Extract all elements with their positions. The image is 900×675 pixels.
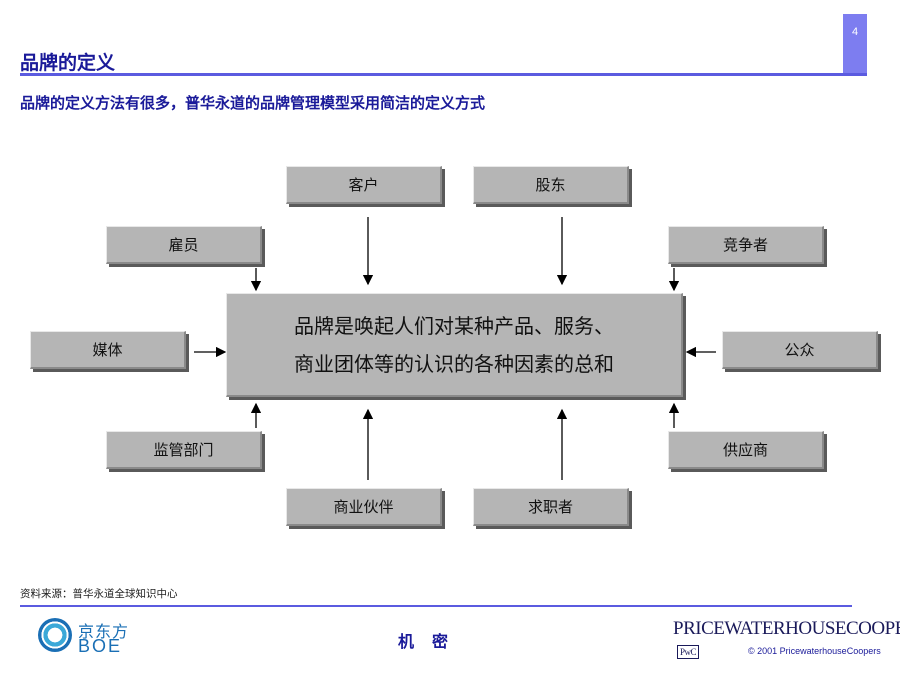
node-partner: 商业伙伴 [286,488,442,526]
node-media: 媒体 [30,331,186,369]
node-job-seeker: 求职者 [473,488,629,526]
node-partner-label: 商业伙伴 [333,498,394,516]
pwc-logo-text: PRICEWATERHOUSECOOPERS [673,618,900,639]
slide-subtitle: 品牌的定义方法有很多，普华永道的品牌管理模型采用简洁的定义方式 [20,94,486,112]
footer-divider [20,605,852,607]
brand-definition-box: 品牌是唤起人们对某种产品、服务、 商业团体等的认识的各种因素的总和 [226,293,683,397]
node-shareholder-label: 股东 [535,176,566,194]
boe-logo-cn: 京东方 [78,622,130,641]
node-employee: 雇员 [106,226,262,264]
node-job-seeker-label: 求职者 [527,498,573,516]
node-public: 公众 [722,331,878,369]
node-employee-label: 雇员 [168,236,199,254]
brand-definition-line-1: 品牌是唤起人们对某种产品、服务、 [294,313,614,338]
node-regulator: 监管部门 [106,431,262,469]
node-customer-label: 客户 [348,176,379,194]
node-public-label: 公众 [784,341,815,359]
boe-logo-en: BOE [78,636,123,656]
source-note: 资料来源：普华永道全球知识中心 [20,588,178,600]
pwc-mark-icon: PwC [677,644,700,659]
node-shareholder: 股东 [473,166,629,204]
boe-logo-icon [38,618,72,652]
pwc-logo: PRICEWATERHOUSECOOPERS PwC [673,618,900,662]
node-supplier: 供应商 [668,431,824,469]
title-divider [20,73,867,76]
node-customer: 客户 [286,166,442,204]
node-regulator-label: 监管部门 [153,441,214,459]
page-number-tab: 4 [843,14,867,76]
node-competitor-label: 竞争者 [722,236,768,254]
node-media-label: 媒体 [92,341,123,359]
boe-logo: 京东方 BOE [38,618,138,656]
confidential-label: 机密 [398,632,467,651]
brand-definition-line-2: 商业团体等的认识的各种因素的总和 [294,351,614,376]
node-supplier-label: 供应商 [722,441,768,459]
copyright-text: © 2001 PricewaterhouseCoopers [748,646,881,656]
slide-title: 品牌的定义 [20,52,116,74]
node-competitor: 竞争者 [668,226,824,264]
page-number: 4 [851,26,859,38]
